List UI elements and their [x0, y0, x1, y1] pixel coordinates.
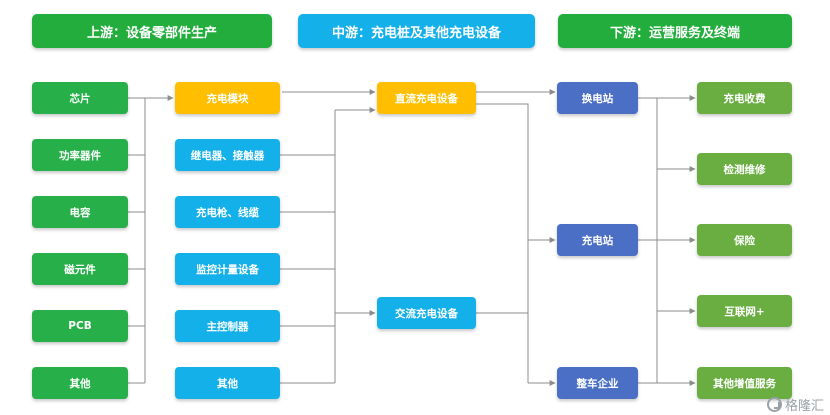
component-magnetic: 磁元件: [32, 253, 128, 285]
component-pcb: PCB: [32, 310, 128, 342]
header-midstream: 中游：充电桩及其他充电设备: [298, 14, 535, 48]
service-inspection: 检测维修: [697, 153, 792, 185]
service-insurance: 保险: [697, 224, 792, 256]
module-controller: 主控制器: [175, 310, 280, 342]
header-upstream: 上游：设备零部件生产: [32, 14, 272, 48]
operator-charging-station: 充电站: [557, 224, 638, 256]
component-chip: 芯片: [32, 82, 128, 114]
service-internet-plus: 互联网+: [697, 295, 792, 327]
module-other: 其他: [175, 367, 280, 399]
operator-vehicle-maker: 整车企业: [557, 367, 638, 399]
module-charging: 充电模块: [175, 82, 280, 114]
header-downstream: 下游：运营服务及终端: [558, 14, 792, 48]
component-power-device: 功率器件: [32, 139, 128, 171]
module-relay: 继电器、接触器: [175, 139, 280, 171]
operator-swap-station: 换电站: [557, 82, 638, 114]
component-capacitor: 电容: [32, 196, 128, 228]
module-monitoring: 监控计量设备: [175, 253, 280, 285]
watermark-text: 格隆汇: [784, 398, 824, 414]
watermark-logo-icon: [766, 396, 782, 412]
component-other: 其他: [32, 367, 128, 399]
watermark: 格隆汇: [766, 395, 824, 414]
module-gun-cable: 充电枪、线缆: [175, 196, 280, 228]
equipment-ac: 交流充电设备: [377, 297, 476, 329]
service-charging-fee: 充电收费: [697, 82, 792, 114]
service-other-value-added: 其他增值服务: [697, 367, 792, 399]
equipment-dc: 直流充电设备: [377, 82, 476, 114]
